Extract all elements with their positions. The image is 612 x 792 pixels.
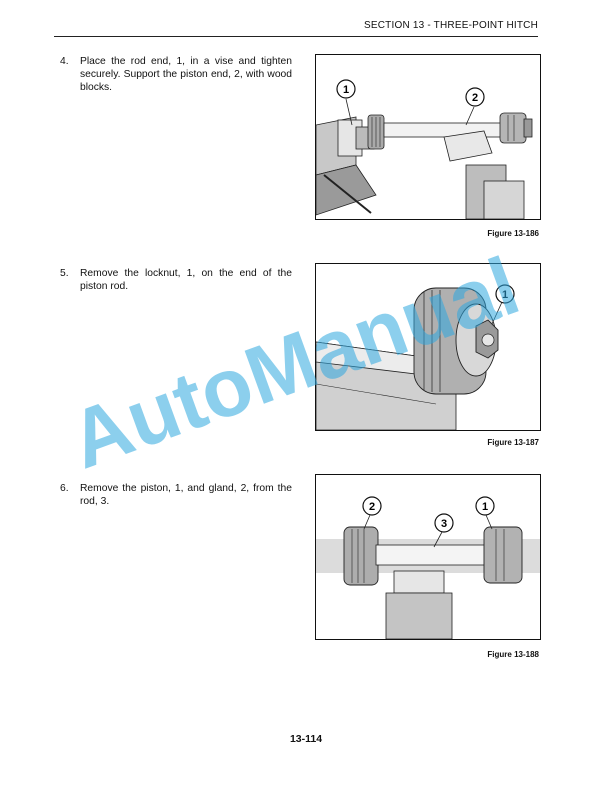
figure-caption: Figure 13-188 xyxy=(487,650,539,659)
step-6: 6. Remove the piston, 1, and gland, 2, f… xyxy=(60,482,292,508)
step-text: Place the rod end, 1, in a vise and tigh… xyxy=(80,56,292,93)
section-header: SECTION 13 - THREE-POINT HITCH xyxy=(364,20,538,31)
step-number: 6. xyxy=(60,483,69,494)
step-number: 4. xyxy=(60,56,69,67)
step-text: Remove the piston, 1, and gland, 2, from… xyxy=(80,483,292,507)
callout-2: 2 xyxy=(369,501,375,513)
callout-1: 1 xyxy=(482,501,488,513)
step-number: 5. xyxy=(60,268,69,279)
figure-13-188: 2 3 1 xyxy=(315,474,541,640)
figure-caption: Figure 13-186 xyxy=(487,229,539,238)
figure-13-187-illustration: 1 xyxy=(316,264,540,430)
figure-13-187: 1 xyxy=(315,263,541,431)
figure-caption: Figure 13-187 xyxy=(487,438,539,447)
callout-3: 3 xyxy=(441,518,447,530)
figure-13-186: 1 2 xyxy=(315,54,541,220)
figure-13-188-illustration: 2 3 1 xyxy=(316,475,540,639)
callout-1: 1 xyxy=(502,289,508,301)
callout-1: 1 xyxy=(343,84,349,96)
page-number: 13-114 xyxy=(289,733,323,745)
header-rule xyxy=(54,36,538,37)
callout-2: 2 xyxy=(472,92,478,104)
step-5: 5. Remove the locknut, 1, on the end of … xyxy=(60,267,292,293)
step-4: 4. Place the rod end, 1, in a vise and t… xyxy=(60,55,292,94)
figure-13-186-illustration: 1 2 xyxy=(316,55,540,219)
step-text: Remove the locknut, 1, on the end of the… xyxy=(80,268,292,292)
